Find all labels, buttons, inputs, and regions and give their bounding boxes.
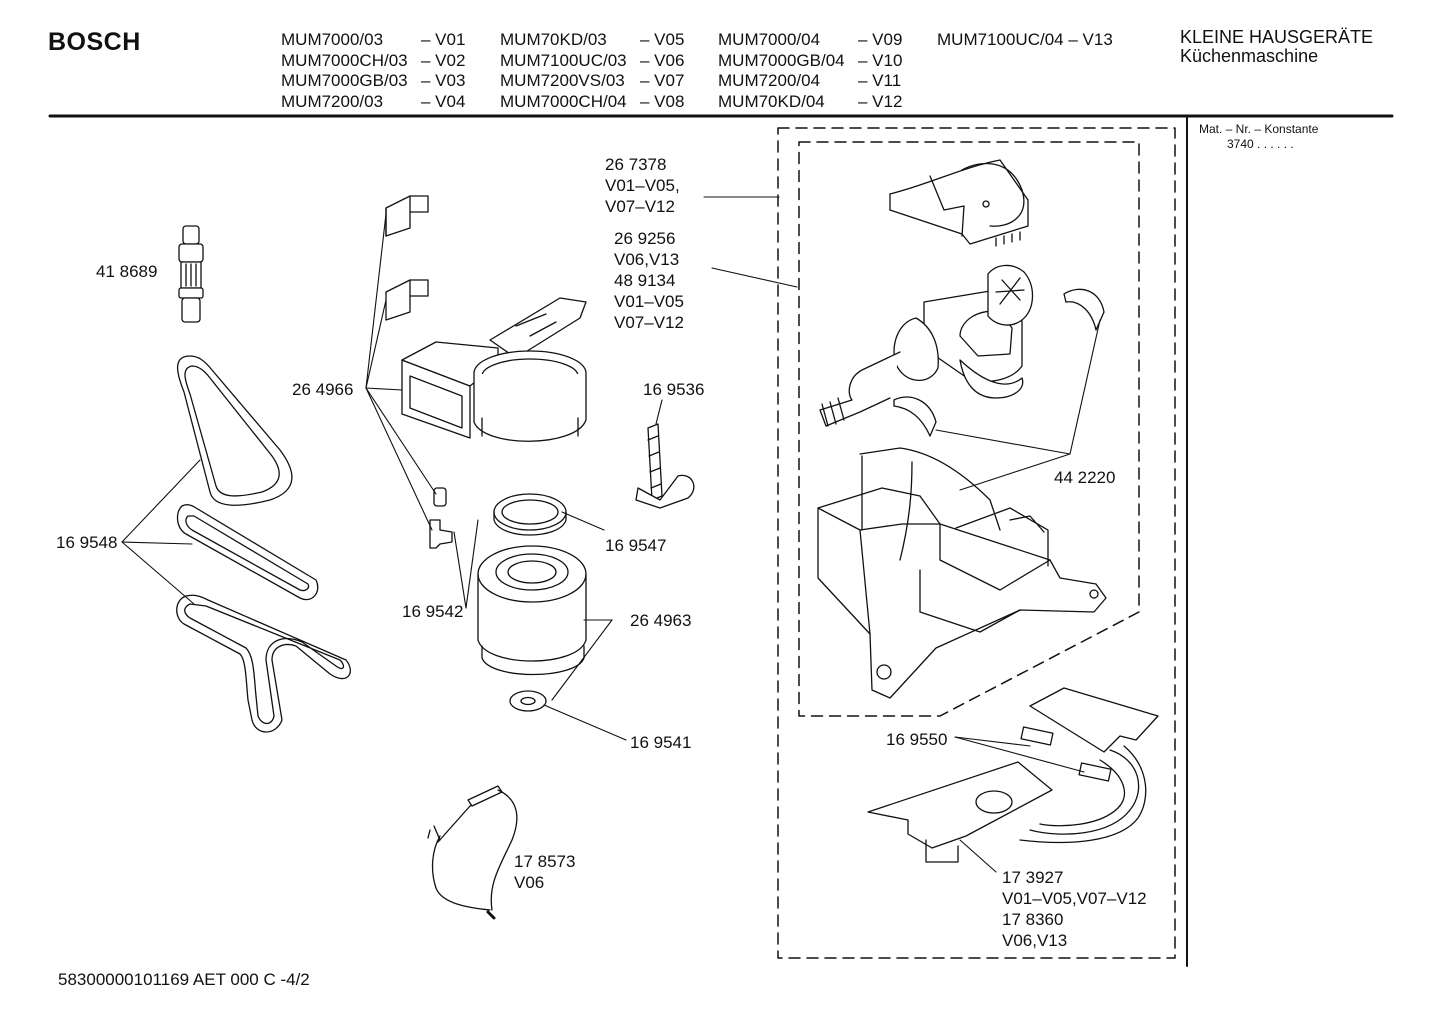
label-178360-number: 17 8360 bbox=[1002, 910, 1064, 929]
model-version: – V02 bbox=[421, 50, 466, 70]
label-264963: 26 4963 bbox=[630, 611, 692, 630]
category-block: KLEINE HAUSGERÄTE Küchenmaschine bbox=[1180, 28, 1373, 66]
model-name: MUM7100UC/03 bbox=[500, 50, 627, 70]
label-269256-number: 26 9256 bbox=[614, 229, 676, 248]
label-418689: 41 8689 bbox=[96, 262, 158, 281]
label-178360-version: V06,V13 bbox=[1002, 931, 1068, 950]
label-178573-version: V06 bbox=[514, 873, 545, 892]
model-column-4: MUM7100UC/04 – V13 bbox=[937, 30, 1113, 51]
label-269256-489134: 26 9256 V06,V13 48 9134 V01–V05 V07–V12 bbox=[614, 228, 684, 333]
model-name: MUM7000GB/04 bbox=[718, 50, 845, 70]
model-name: MUM7000/04 bbox=[718, 30, 821, 49]
part-178573-cable bbox=[428, 786, 517, 918]
leader-lines bbox=[122, 197, 1100, 872]
part-169548-belts bbox=[177, 356, 351, 732]
model-version: – V13 bbox=[1068, 30, 1113, 49]
label-178573-number: 17 8573 bbox=[514, 852, 576, 871]
model-version: – V01 bbox=[421, 30, 466, 49]
model-version: – V05 bbox=[640, 30, 685, 49]
model-name: MUM7000GB/03 bbox=[281, 71, 408, 90]
model-name: MUM7200/03 bbox=[281, 91, 384, 111]
model-version: – V07 bbox=[640, 71, 685, 90]
model-version: – V03 bbox=[421, 71, 466, 90]
label-442220: 44 2220 bbox=[1054, 468, 1116, 487]
label-169547: 16 9547 bbox=[605, 536, 667, 555]
label-267378-version-1: V01–V05, bbox=[605, 176, 680, 195]
label-267378-number: 26 7378 bbox=[605, 155, 667, 174]
model-name: MUM7000CH/03 bbox=[281, 50, 408, 70]
model-version: – V04 bbox=[421, 91, 466, 111]
label-173927-178360: 17 3927 V01–V05,V07–V12 17 8360 V06,V13 bbox=[1002, 867, 1147, 951]
part-169536-hook bbox=[636, 424, 694, 508]
label-489134-number: 48 9134 bbox=[614, 271, 676, 290]
part-264966-housing bbox=[402, 298, 586, 441]
part-418689-drawing bbox=[179, 226, 203, 322]
label-169541: 16 9541 bbox=[630, 733, 692, 752]
model-version: – V11 bbox=[858, 71, 902, 90]
material-number-block: Mat. – Nr. – Konstante 3740 . . . . . . bbox=[1199, 122, 1318, 152]
category-title: KLEINE HAUSGERÄTE bbox=[1180, 27, 1374, 47]
model-name: MUM7200/04 bbox=[718, 71, 821, 90]
document-id: 58300000101169 AET 000 C -4/2 bbox=[58, 970, 310, 989]
part-264966-clips bbox=[386, 196, 452, 548]
label-169548: 16 9548 bbox=[56, 533, 118, 552]
label-264966: 26 4966 bbox=[292, 380, 354, 399]
inner-dashed-box bbox=[799, 142, 1139, 716]
brand-logo: BOSCH bbox=[48, 28, 141, 56]
model-version: – V10 bbox=[858, 50, 903, 70]
model-name: MUM70KD/04 bbox=[718, 91, 825, 111]
part-169547-ring bbox=[494, 494, 566, 535]
part-base-housing bbox=[818, 448, 1106, 698]
part-264963-coupling bbox=[478, 546, 586, 675]
model-name: MUM7200VS/03 bbox=[500, 71, 625, 90]
model-version: – V08 bbox=[640, 91, 685, 111]
label-173927-version: V01–V05,V07–V12 bbox=[1002, 889, 1147, 908]
model-column-1: MUM7000/03 – V01 MUM7000CH/03 – V02 MUM700… bbox=[281, 30, 465, 112]
model-version: – V09 bbox=[858, 30, 903, 49]
part-442220-brushes bbox=[894, 289, 1104, 436]
model-column-3: MUM7000/04 – V09 MUM7000GB/04 – V10 MUM720… bbox=[718, 30, 902, 112]
model-name: MUM7000/03 bbox=[281, 30, 384, 49]
label-169536: 16 9536 bbox=[643, 380, 705, 399]
label-178573: 17 8573 V06 bbox=[514, 851, 575, 893]
category-subtitle: Küchenmaschine bbox=[1180, 46, 1319, 66]
outer-dashed-box bbox=[778, 128, 1175, 958]
model-version: – V06 bbox=[640, 50, 685, 70]
label-169550: 16 9550 bbox=[886, 730, 948, 749]
part-169541-washer bbox=[510, 691, 546, 711]
label-267378: 26 7378 V01–V05, V07–V12 bbox=[605, 154, 680, 217]
model-name: MUM70KD/03 bbox=[500, 30, 607, 49]
label-173927-number: 17 3927 bbox=[1002, 868, 1064, 887]
label-267378-version-2: V07–V12 bbox=[605, 197, 675, 216]
part-267378-cover bbox=[890, 160, 1028, 246]
model-name: MUM7000CH/04 bbox=[500, 91, 627, 111]
part-489134-motor bbox=[820, 265, 1033, 426]
model-version: – V12 bbox=[858, 91, 903, 111]
material-value: 3740 . . . . . . bbox=[1227, 137, 1294, 151]
label-489134-version-1: V01–V05 bbox=[614, 292, 684, 311]
label-269256-version: V06,V13 bbox=[614, 250, 680, 269]
model-name: MUM7100UC/04 bbox=[937, 30, 1064, 49]
material-label: Mat. – Nr. – Konstante bbox=[1199, 122, 1319, 136]
part-173927-board bbox=[868, 688, 1158, 862]
label-489134-version-2: V07–V12 bbox=[614, 313, 684, 332]
model-column-2: MUM70KD/03 – V05 MUM7100UC/03 – V06 MUM720… bbox=[500, 30, 684, 112]
label-169542: 16 9542 bbox=[402, 602, 464, 621]
